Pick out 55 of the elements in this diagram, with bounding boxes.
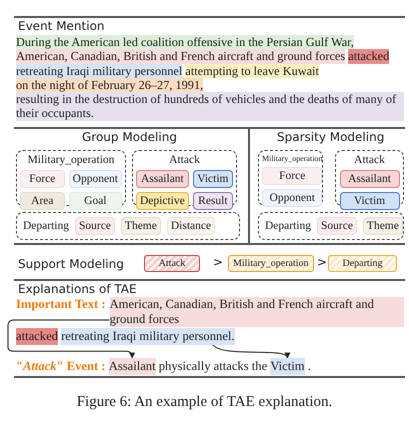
highlighted-span: During the American led coalition offensive in the Persian Gulf War, <box>16 35 354 50</box>
role-tag: Opponent <box>262 189 322 207</box>
role-tag: Force <box>262 167 322 185</box>
group-title: Departing <box>23 220 69 232</box>
role-tag: Source <box>74 217 115 235</box>
section-heading: Explanations of TAE <box>18 282 137 296</box>
highlighted-span: resulting in the destruction of hundreds of vehicles and the deaths of many of their occupants. <box>16 92 404 121</box>
text-label: "Attack" Event : <box>16 358 106 374</box>
event-type-tag: Attack <box>144 255 200 272</box>
section-heading: Support Modeling <box>18 257 124 271</box>
role-tag: Victim <box>340 192 400 210</box>
role-tag: Force <box>20 170 65 188</box>
role-tag: Assailant <box>136 170 189 188</box>
section-heading: Sparsity Modeling <box>277 130 384 144</box>
highlighted-word: Victim <box>270 358 305 374</box>
highlighted-word: Assailant <box>108 358 156 374</box>
role-tag: Theme <box>120 217 161 235</box>
highlighted-span: attacked <box>348 49 390 64</box>
section-heading: Group Modeling <box>82 130 177 144</box>
dashed-group <box>258 212 404 240</box>
group-title: Attack <box>354 154 385 166</box>
curved-arrow <box>212 344 288 359</box>
role-tag: Theme <box>362 217 403 235</box>
role-tag: Result <box>192 192 233 210</box>
group-title: Attack <box>168 154 201 166</box>
role-tag: Area <box>20 192 65 210</box>
event-type-tag: Military_operation <box>228 255 314 272</box>
group-title: Military_operation <box>262 154 322 163</box>
highlighted-span: American, Canadian, British and French aircraft and ground forces <box>110 297 404 327</box>
text-label: physically attacks the <box>158 358 268 374</box>
event-type-tag: Departing <box>328 255 397 272</box>
highlighted-span: attacked <box>16 328 58 344</box>
role-tag: Goal <box>68 192 122 210</box>
highlighted-span: retreating Iraqi military personnel. <box>61 328 235 344</box>
highlighted-span: on the night of February 26–27, 1991, <box>16 78 204 92</box>
role-tag: Assailant <box>340 170 400 188</box>
role-tag: Opponent <box>68 170 122 188</box>
role-tag: Distance <box>166 217 216 235</box>
role-tag: Source <box>316 217 357 235</box>
curved-arrow <box>8 320 135 359</box>
role-tag: Depictive <box>136 192 189 210</box>
text-label: Important Text : <box>16 297 106 311</box>
highlighted-span: retreating Iraqi military personnel <box>16 64 182 78</box>
text-label: . <box>308 358 311 374</box>
group-title: Departing <box>265 220 311 232</box>
dashed-group <box>16 212 240 240</box>
greater-than-sign: > <box>317 255 328 269</box>
greater-than-sign: > <box>213 255 224 269</box>
dashed-group <box>258 150 323 206</box>
role-tag: Victim <box>192 170 233 188</box>
figure-caption: Figure 6: An example of TAE explanation. <box>76 394 334 411</box>
highlighted-span: attempting to leave Kuwait <box>185 64 319 78</box>
highlighted-span: American, Canadian, British and French aircraft and ground forces <box>16 49 346 64</box>
section-heading: Event Mention <box>18 19 105 33</box>
group-title: Military_operation <box>26 154 116 166</box>
